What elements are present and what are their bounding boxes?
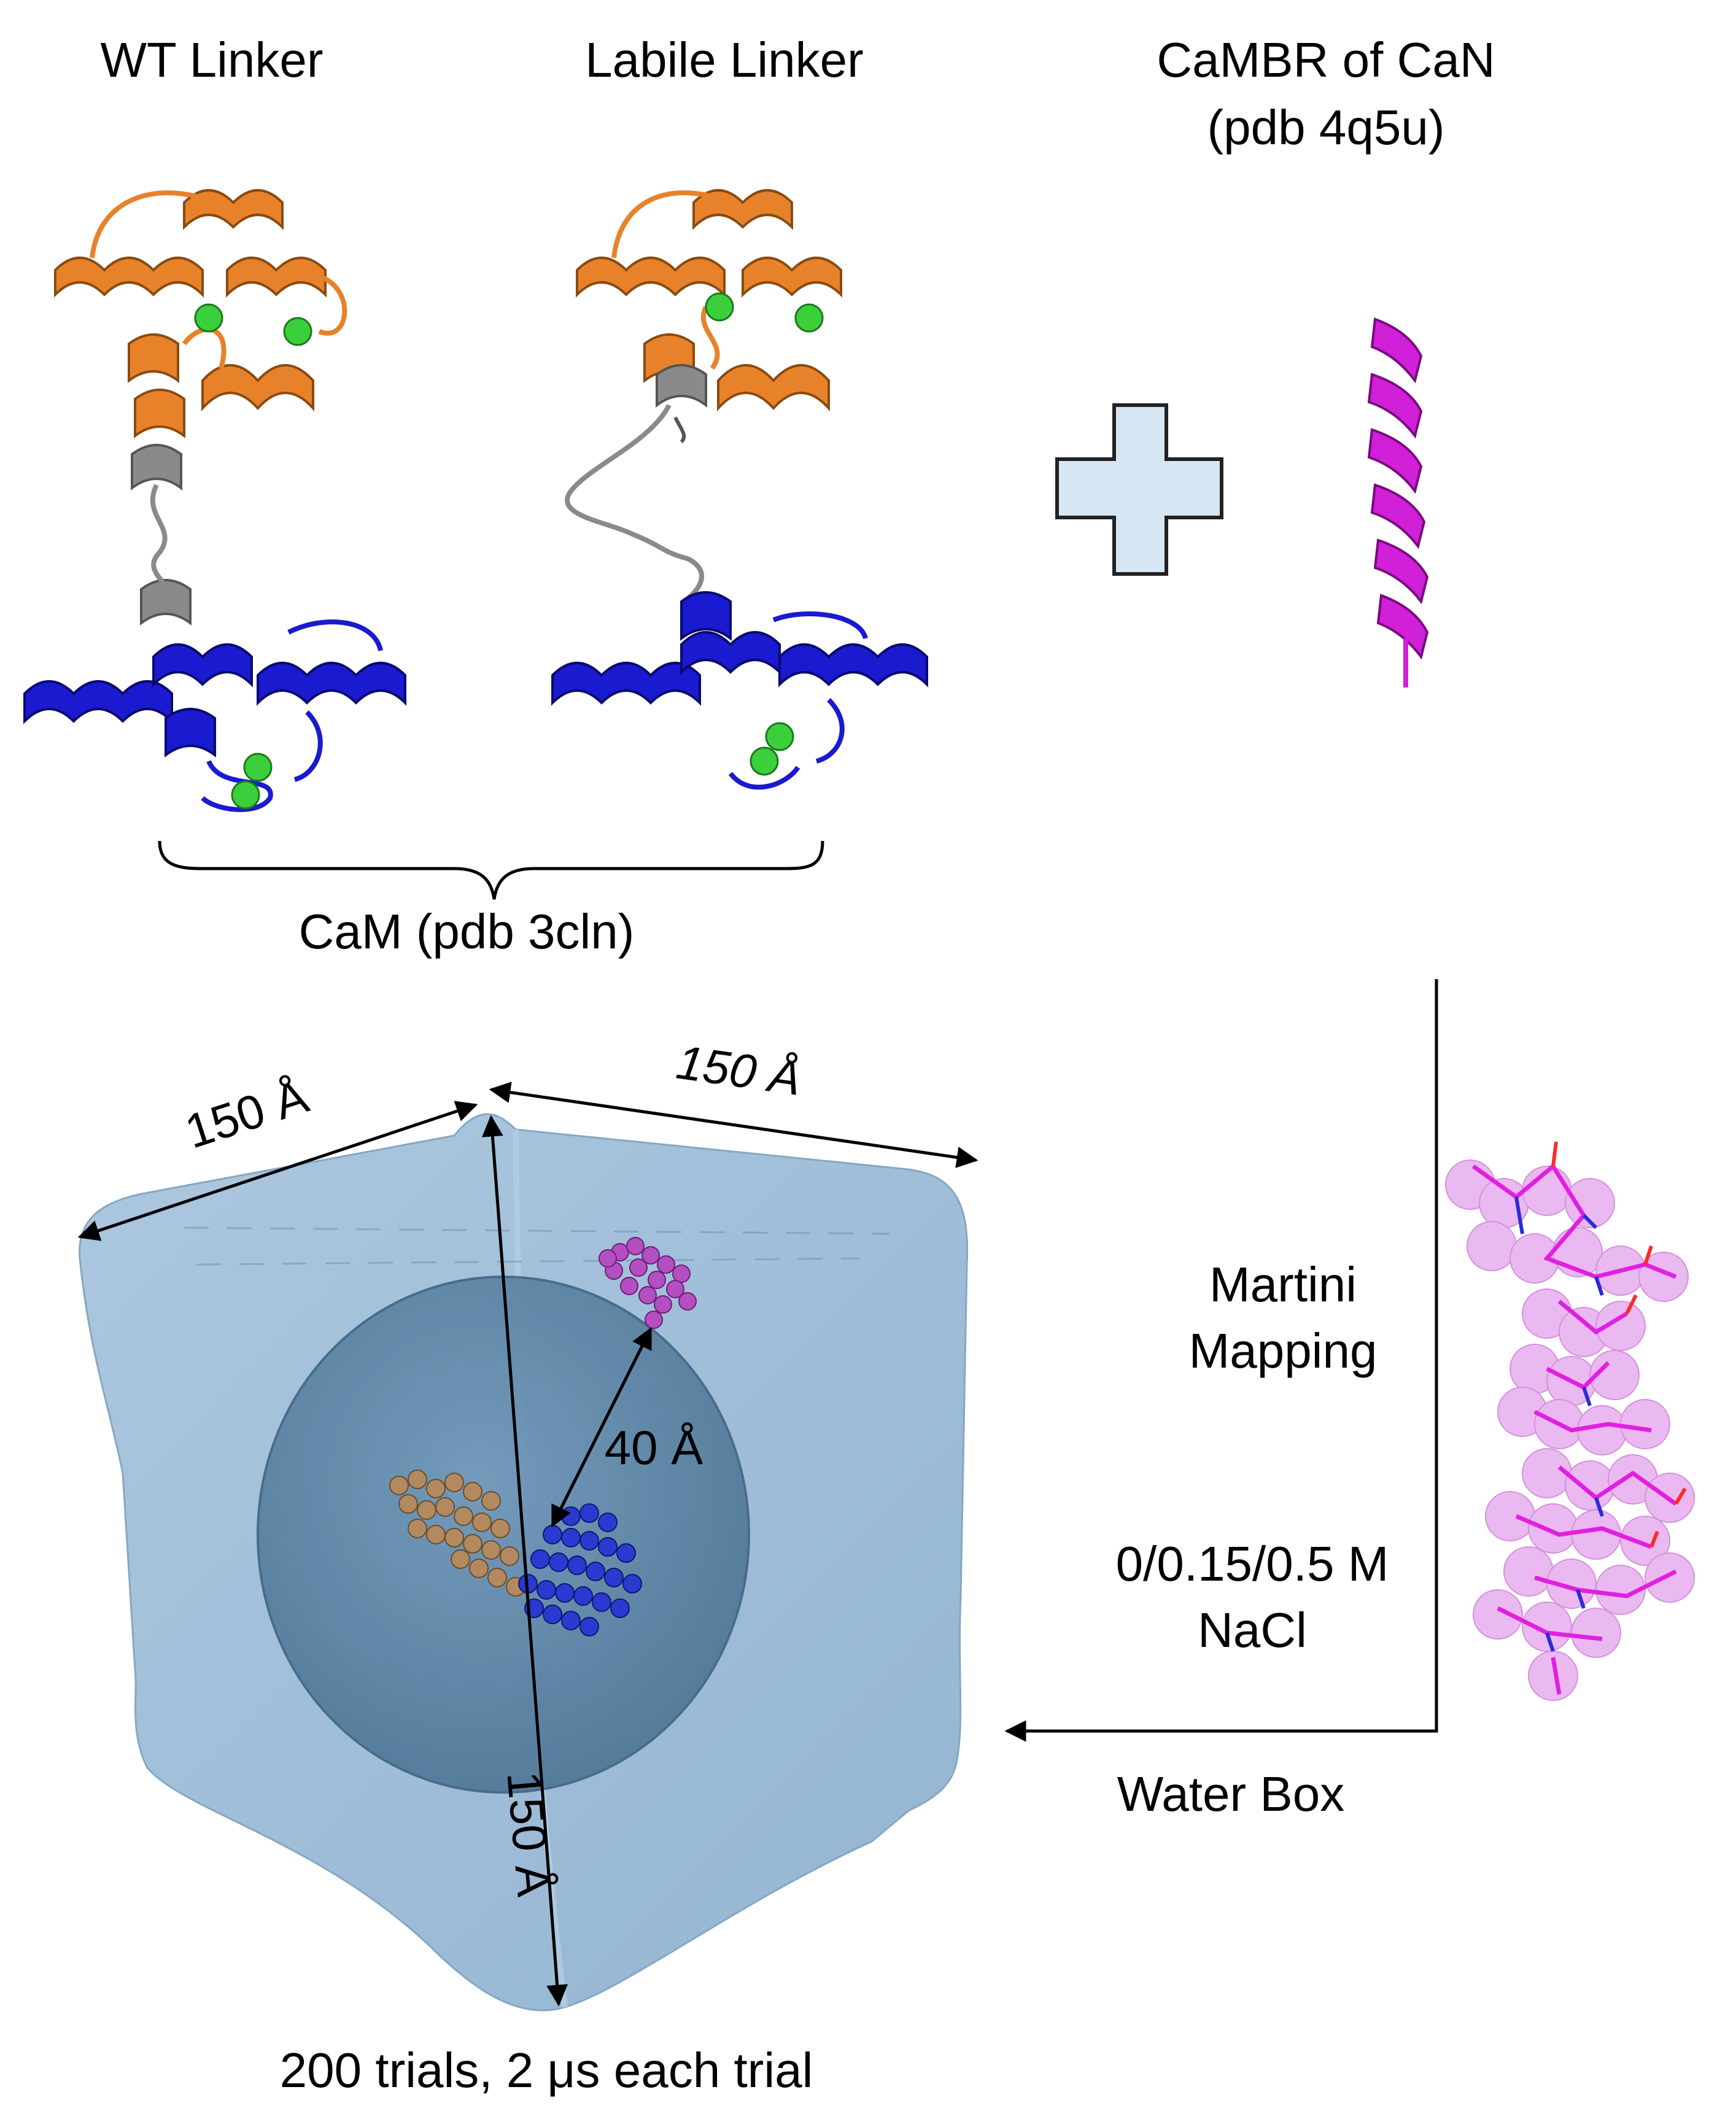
salt-unit-label: NaCl: [1198, 1603, 1307, 1657]
mapping-connector: [1004, 979, 1438, 1742]
edge-right-label: 150 Å: [673, 1035, 805, 1106]
wt-calcium-ions: [194, 303, 312, 810]
salt-concentration-label: 0/0.15/0.5 M: [1116, 1536, 1389, 1591]
edge-left-label: 150 Å: [179, 1069, 314, 1159]
cambr-pdb-label: (pdb 4q5u): [1207, 100, 1445, 155]
cambr-title: CaMBR of CaN: [1157, 33, 1495, 87]
separation-arrow: [551, 1327, 653, 1528]
labile-c-lobe: [551, 591, 928, 706]
labile-calcium-ions: [705, 292, 824, 776]
martini-label-line2: Mapping: [1189, 1323, 1378, 1378]
trials-label: 200 trials, 2 μs each trial: [280, 2043, 813, 2097]
labile-linker-title: Labile Linker: [585, 33, 864, 87]
cambr-helix: [1367, 317, 1429, 660]
wt-c-lobe: [23, 643, 406, 757]
edge-vertical-label: 150 Å: [497, 1769, 561, 1899]
labile-cam-structure: [551, 189, 928, 790]
wt-linker-title: WT Linker: [100, 33, 323, 87]
cam-label: CaM (pdb 3cln): [299, 904, 635, 959]
martini-peptide: [1445, 1141, 1695, 1701]
separation-label: 40 Å: [605, 1420, 703, 1474]
cam-brace: [158, 840, 824, 900]
plus-sign: [1055, 403, 1223, 576]
wt-n-lobe: [54, 189, 327, 438]
wt-linker-helix: [131, 444, 192, 626]
edge-right-arrow: [489, 1082, 978, 1168]
cg-cambr-beads: [599, 1237, 697, 1329]
labile-linker-coil: [565, 364, 707, 601]
edge-vertical-arrow: [481, 1115, 568, 2007]
edge-left-arrow: [77, 1101, 478, 1241]
martini-label-line1: Martini: [1209, 1257, 1357, 1312]
water-box-label: Water Box: [1117, 1767, 1344, 1821]
wt-cam-structure: [23, 189, 406, 812]
dimension-arrows: [77, 1082, 978, 2007]
